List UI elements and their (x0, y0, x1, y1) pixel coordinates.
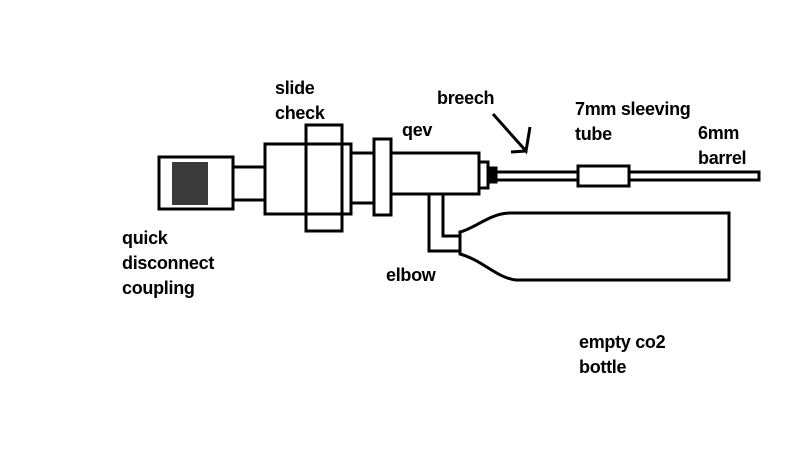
label-quick-disconnect-coupling: quick disconnect coupling (122, 226, 214, 301)
label-line: qev (402, 120, 433, 140)
label-line: breech (437, 88, 495, 108)
label-breech: breech (437, 86, 495, 111)
co2-bottle (458, 211, 731, 282)
coupling-fitting-texture (172, 162, 208, 205)
slide-check-qev-connector (349, 151, 376, 205)
qev-flange (372, 137, 393, 217)
slide-check-sleeve (304, 123, 344, 233)
label-line: tube (575, 124, 612, 144)
sleeving-tube (576, 164, 631, 188)
label-sleeving-tube: 7mm sleeving tube (575, 97, 691, 147)
label-line: coupling (122, 278, 195, 298)
label-line: check (275, 103, 325, 123)
breech-nut (486, 166, 498, 184)
barrel (629, 170, 761, 182)
label-qev: qev (402, 118, 432, 143)
label-line: quick (122, 228, 168, 248)
label-line: 7mm sleeving (575, 99, 691, 119)
coupling-connector (231, 165, 267, 202)
breech-tube (496, 170, 578, 182)
label-barrel: 6mm barrel (698, 121, 747, 171)
label-line: bottle (579, 357, 627, 377)
elbow-fitting (427, 194, 460, 253)
label-line: disconnect (122, 253, 215, 273)
label-line: empty co2 (579, 332, 666, 352)
label-co2-bottle: empty co2 bottle (579, 330, 666, 380)
label-line: slide (275, 78, 315, 98)
label-line: elbow (386, 265, 436, 285)
qev-body (389, 151, 481, 196)
label-slide-check: slide check (275, 76, 325, 126)
label-line: 6mm (698, 123, 740, 143)
label-elbow: elbow (386, 263, 436, 288)
slide-check-body (263, 142, 353, 216)
label-line: barrel (698, 148, 747, 168)
breech-arrow (491, 113, 532, 155)
